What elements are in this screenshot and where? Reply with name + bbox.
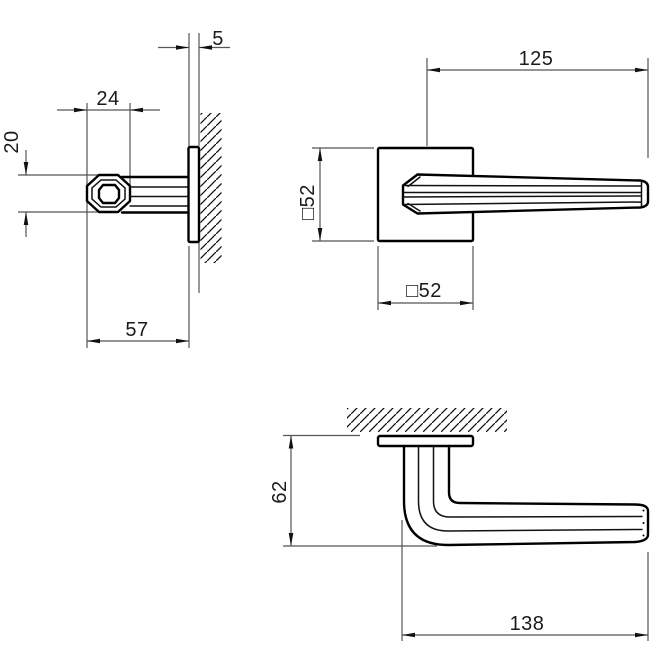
dimension-lever-length: 125 [426,48,649,158]
arrowhead [288,435,294,449]
dimension-handle-depth: 62 [269,434,437,547]
dimension-lines [377,246,474,310]
dimension-lines [18,150,110,237]
arrowhead [87,338,100,344]
arrowhead [317,148,323,161]
lever-facet-lines [402,176,643,212]
dimension-label: 125 [519,48,554,70]
dimension-rosette-height: □52 [297,147,374,242]
arrowhead [378,300,391,306]
dimension-grip-length: 138 [401,520,649,641]
arrowhead [23,212,29,225]
dimension-label: □52 [297,184,319,220]
arrowhead [176,338,189,344]
dimension-lines [283,434,437,547]
dimension-label: 24 [96,88,119,110]
wall-hatch [347,408,507,432]
arrowhead [635,632,648,638]
arrowhead [317,228,323,241]
tip-facet-dots [642,509,645,537]
dimension-lines [87,246,190,348]
neck-outline [120,175,190,214]
dimension-label: 62 [269,480,291,503]
arrowhead [402,632,415,638]
dimension-lines [158,33,230,146]
arrowhead [288,533,294,546]
arrowhead [130,107,143,113]
dimension-label: 20 [1,130,23,153]
arrowhead [74,107,87,113]
arrowhead [460,300,473,306]
neck-facet-lines [129,186,190,207]
handle-facet-lines [417,445,643,532]
dimension-grip-width: 24 [57,88,160,348]
dimension-lines [401,520,649,641]
dimension-rosette-thickness: 5 [158,28,230,146]
lever-outline [401,173,650,215]
dimension-grip-height: 20 [1,130,110,237]
dimension-label: □52 [406,280,442,302]
arrowhead [23,162,29,175]
rosette-edge-plate [376,434,475,448]
dimension-label: 5 [212,28,224,50]
dimension-label: 138 [510,613,545,635]
grip-section-inner-facet [91,179,126,208]
arrowhead [635,67,648,73]
spindle-hole [97,183,121,205]
view-top [347,408,650,547]
view-side [85,113,222,293]
arrowhead [427,67,440,73]
dimension-projection: 57 [87,246,190,348]
dimension-lines [426,58,649,158]
wall-hatch [200,113,222,263]
dimension-lines [57,103,160,348]
rosette-edge-plate [187,145,201,244]
dimension-lines [312,147,374,242]
arrowhead [199,45,212,50]
dimension-rosette-width: □52 [377,246,474,310]
view-front [376,146,650,243]
arrowhead [176,45,189,50]
dimension-label: 57 [125,319,148,341]
handle-outline [402,444,650,547]
facet-corner-dots [91,179,126,208]
